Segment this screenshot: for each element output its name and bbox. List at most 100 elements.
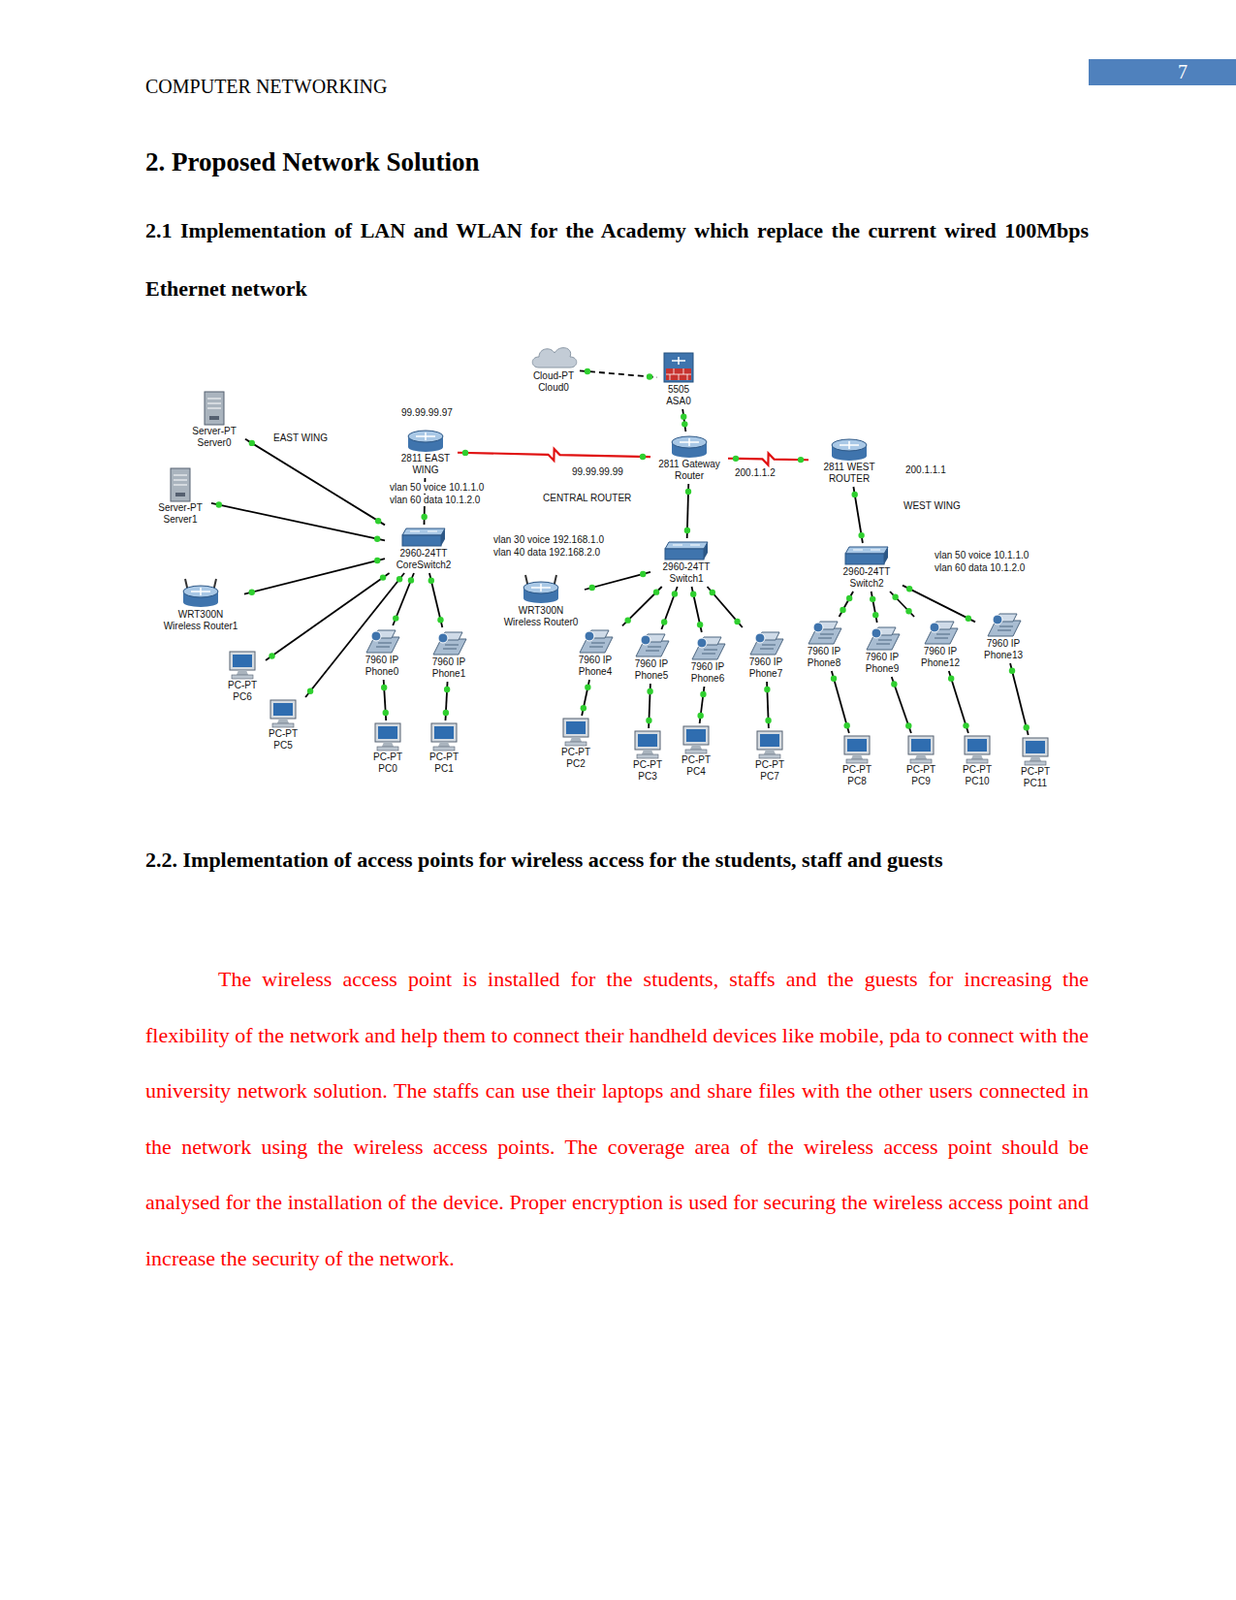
router-icon (829, 436, 869, 462)
phone-base (987, 620, 1021, 636)
link-group (839, 591, 854, 617)
stand (570, 736, 582, 742)
link-light (249, 440, 255, 446)
phone-icon (632, 631, 671, 659)
keyboard (231, 674, 254, 679)
wireless-node: WRT300N Wireless Router0 (499, 573, 583, 629)
pc-node: PC-PT PC9 (899, 734, 943, 788)
ip-badge (371, 631, 381, 641)
router-top (408, 430, 444, 443)
link-light (653, 588, 660, 595)
device-label: PC-PT PC1 (422, 751, 466, 775)
network-label: vlan 50 voice 10.1.1.0 (932, 549, 1031, 562)
ip-badge (697, 637, 707, 648)
stand (277, 718, 289, 724)
ip-badge (584, 631, 595, 641)
screen (760, 733, 780, 747)
pc-icon (428, 722, 460, 752)
router-arrows (415, 432, 436, 441)
link-light (408, 576, 414, 583)
cloud-node: Cloud-PT Cloud0 (529, 343, 578, 394)
network-label: vlan 60 data 10.1.2.0 (387, 494, 482, 507)
link-light (697, 621, 703, 628)
device-label: WRT300N Wireless Router1 (158, 608, 243, 633)
phone-node: 7960 IP Phone9 (856, 624, 908, 675)
ethernet-link (245, 439, 385, 526)
network-label: vlan 50 voice 10.1.1.0 (387, 481, 486, 494)
link-light (380, 573, 386, 580)
stand (851, 754, 863, 760)
phone-node: 7960 IP Phone12 (914, 618, 967, 669)
router-icon (669, 433, 709, 459)
device-label: 2811 Gateway Router (652, 458, 727, 482)
device-label: 2960-24TT Switch1 (652, 561, 721, 585)
keyboard (433, 746, 455, 751)
link-light (661, 618, 667, 625)
cloud-shape (532, 348, 577, 368)
link-light (685, 488, 692, 495)
asa-node: 5505 ASA0 (659, 350, 698, 408)
server-bays (173, 475, 188, 485)
switch-icon (663, 539, 710, 562)
network-label: CENTRAL ROUTER (540, 492, 634, 505)
pc-node: PC-PT PC10 (955, 734, 999, 788)
stand (381, 741, 394, 747)
link-light (846, 595, 853, 602)
link-light (374, 557, 381, 564)
keyboard (685, 749, 707, 754)
pc-node: PC-PT PC3 (626, 729, 669, 783)
router-top (183, 585, 219, 598)
keyboard (1024, 760, 1046, 765)
link-light (681, 420, 688, 427)
router-base (831, 450, 867, 461)
switch-front (402, 535, 442, 546)
server-panel (175, 492, 186, 497)
network-label: EAST WING (271, 432, 330, 444)
page-number: 7 (1163, 59, 1203, 86)
router-arrows (190, 587, 211, 596)
link-light (307, 688, 314, 695)
link-light (580, 704, 587, 711)
pc-node: PC-PT PC4 (674, 725, 718, 778)
keyboard (759, 754, 781, 759)
link-light (380, 684, 387, 691)
link-group (902, 585, 976, 623)
ethernet-link (839, 591, 854, 617)
keyboard (846, 759, 868, 763)
pc-node: PC-PT PC2 (554, 717, 598, 770)
device-label: PC-PT PC3 (626, 759, 669, 783)
link-light (646, 688, 653, 695)
link-light (857, 532, 864, 539)
link-light (396, 575, 403, 582)
pc-icon (905, 734, 937, 764)
ethernet-link (305, 572, 405, 698)
router-top (523, 581, 559, 594)
ip-badge (871, 628, 882, 638)
link-group (579, 368, 658, 381)
link-group (428, 572, 444, 628)
stand (1029, 756, 1042, 761)
link-light (763, 686, 770, 693)
running-header: COMPUTER NETWORKING (145, 74, 387, 98)
phone-icon (920, 618, 960, 646)
keyboard (966, 759, 988, 763)
link-group (584, 570, 651, 591)
monitor (964, 735, 990, 755)
pc-icon (560, 717, 592, 747)
switch-node: 2960-24TT Switch1 (652, 539, 721, 585)
link-light (852, 491, 858, 498)
server-tower (170, 468, 191, 502)
switch-top (845, 546, 888, 554)
link-light (249, 588, 255, 595)
screen (434, 726, 454, 739)
pc-icon (1019, 736, 1051, 766)
switch-side (703, 541, 708, 560)
pc-icon (372, 722, 404, 752)
link-light (428, 577, 435, 584)
link-light (671, 590, 678, 597)
ethernet-link (661, 586, 677, 630)
pc-node: PC-PT PC0 (366, 722, 410, 775)
keypad (645, 646, 662, 651)
router-base (671, 447, 707, 458)
pc-node: PC-PT PC6 (221, 650, 264, 703)
